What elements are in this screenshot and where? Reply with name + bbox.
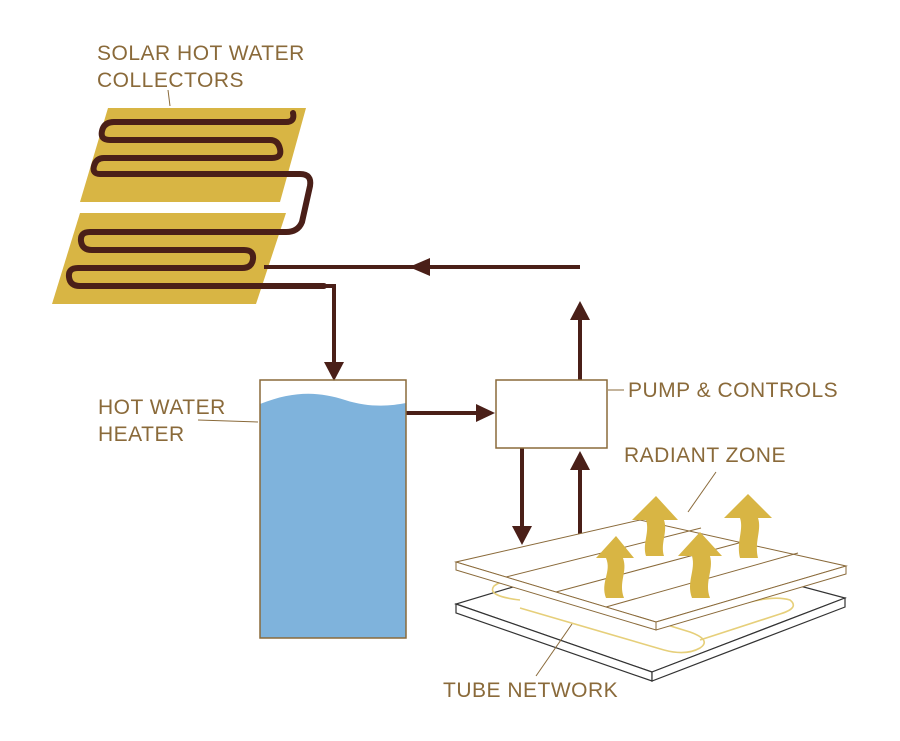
leader-collectors <box>167 89 171 107</box>
pump-controls-box <box>495 379 608 449</box>
heat-arrows <box>596 494 772 598</box>
heat-arrow <box>596 536 634 598</box>
heater-water <box>260 393 406 638</box>
label-radiant-zone: RADIANT ZONE <box>624 444 786 467</box>
leader-heater <box>197 419 259 423</box>
heat-arrow <box>678 532 722 598</box>
arrowhead-up-from-pump <box>570 301 590 320</box>
pipes <box>322 284 582 540</box>
solar-collectors <box>52 108 580 304</box>
leader-radiant <box>687 471 717 513</box>
collector-crossover-tube <box>261 171 314 235</box>
arrowhead-up-to-pump <box>570 451 590 470</box>
hot-water-heater <box>259 379 407 639</box>
collector-panel-lower <box>52 213 286 304</box>
heater-tank <box>259 379 407 639</box>
arrowhead-down-to-floor <box>512 526 532 545</box>
heat-arrow <box>632 496 678 556</box>
collector-tube-upper <box>90 110 297 177</box>
arrowhead-into-pump <box>476 404 495 422</box>
flow-arrowheads <box>324 258 590 545</box>
arrowhead-down-to-heater <box>324 362 344 381</box>
pipe-collector-to-heater <box>322 284 336 366</box>
leader-tube <box>535 623 573 677</box>
leader-lines <box>167 89 717 677</box>
floor-side <box>655 565 847 631</box>
collector-tube-lower <box>65 229 327 289</box>
label-heater-line1: HOT WATER <box>98 396 226 419</box>
label-collectors-line2: COLLECTORS <box>97 69 244 92</box>
arrowhead-return-left <box>409 258 430 276</box>
subfloor-slab-side <box>651 597 846 682</box>
floor-seam <box>555 539 751 593</box>
label-collectors-line1: SOLAR HOT WATER <box>97 42 305 65</box>
label-heater-line2: HEATER <box>98 423 185 446</box>
heat-arrow <box>724 494 772 558</box>
label-pump-controls: PUMP & CONTROLS <box>628 379 838 402</box>
label-tube-network: TUBE NETWORK <box>443 679 618 702</box>
